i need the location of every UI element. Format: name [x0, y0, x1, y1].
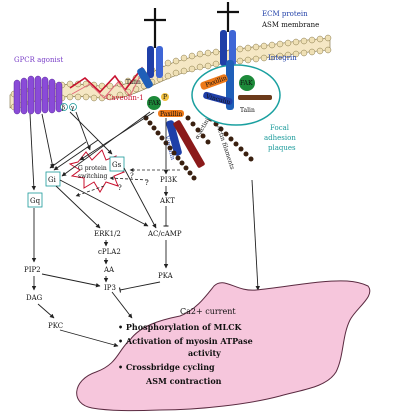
g-protein-switching-line-2: switching: [78, 173, 108, 180]
ecm-protein-cross-left: [144, 8, 166, 48]
cell-line-1: • Phosphorylation of MLCK: [118, 322, 242, 332]
paxillin-center-label: Paxillin: [160, 111, 182, 118]
cell-line-3: activity: [188, 348, 221, 358]
gpcr-agonist-label: GPCR agonist: [14, 56, 63, 64]
cpla2-label: cPLA2: [98, 248, 121, 256]
talin-right: [226, 60, 234, 110]
focal-adhesion-line-3: plaques: [268, 144, 296, 152]
akt-label: AKT: [159, 197, 175, 205]
question-mark-2: ?: [118, 184, 122, 192]
cell-line-4: • Crossbridge cycling: [118, 362, 215, 372]
asm-contraction-label: ASM contraction: [145, 376, 222, 386]
asm-cell: [76, 280, 371, 412]
integrin-label: Integrin: [268, 54, 297, 62]
question-mark-3: ?: [145, 179, 149, 187]
focal-adhesion-line-2: adhesion: [264, 134, 296, 142]
focal-adhesion-label: Focal adhesion plaques: [264, 124, 296, 152]
pip2-label: PIP2: [24, 266, 41, 274]
talin-right-label: Talin: [240, 107, 255, 114]
talin-top: [137, 67, 153, 89]
gq-label: Gq: [30, 197, 41, 205]
pkc-label: PKC: [48, 322, 63, 330]
fak-right: [239, 75, 255, 91]
talin-top-label: Talin: [126, 79, 141, 86]
fak-center-label: FAK: [148, 100, 161, 107]
vinculin-right: [203, 91, 233, 106]
pka-label: PKA: [158, 272, 174, 280]
phospho-p-center: [161, 93, 169, 101]
alpha-actinin: [173, 120, 205, 168]
cell-line-2: • Activation of myosin ATPase: [118, 336, 253, 346]
gs-box: [109, 156, 125, 172]
gamma-label: γ: [71, 104, 75, 111]
actin-bar-right: [238, 95, 272, 100]
integrin-right: [220, 30, 236, 66]
actin-filaments-label: Actin filaments: [215, 124, 236, 171]
beta-label: β: [62, 104, 66, 111]
question-mark-1: ?: [130, 172, 134, 180]
gs-label: Gs: [112, 161, 122, 169]
fak-right-label: FAK: [240, 80, 253, 87]
dag-label: DAG: [26, 294, 43, 302]
focal-adhesion-line-1: Focal: [270, 124, 290, 132]
gi-label: Gi: [48, 176, 57, 184]
ca-current-label: Ca2+ current: [180, 307, 236, 316]
erk-label: ERK1/2: [94, 230, 121, 238]
ecm-protein-cross-right: [217, 2, 239, 32]
gq-box: [27, 192, 43, 208]
caveolin-label: Caveolin-1: [106, 94, 144, 102]
ac-camp-label: AC/cAMP: [147, 230, 182, 238]
paxillin-right: [200, 74, 228, 90]
g-protein-beta-gamma: β γ: [60, 103, 77, 111]
gi-box: [45, 171, 61, 187]
gpcr-receptor: [13, 75, 63, 115]
integrin-left: [147, 46, 163, 78]
vinculin-center: [166, 120, 182, 156]
signal-arrows: [29, 111, 261, 348]
paxillin-center: [158, 110, 184, 117]
asm-membrane-label: ASM membrane: [261, 21, 319, 29]
ip3-label: IP3: [104, 284, 116, 292]
phospho-p-center-label: P: [163, 94, 167, 101]
fak-center: [147, 96, 161, 110]
ecm-protein-label: ECM protein: [262, 10, 308, 18]
pi3k-label: PI3K: [160, 176, 178, 184]
g-protein-switching-line-1: G protein: [78, 165, 107, 172]
aa-label: AA: [103, 266, 115, 274]
